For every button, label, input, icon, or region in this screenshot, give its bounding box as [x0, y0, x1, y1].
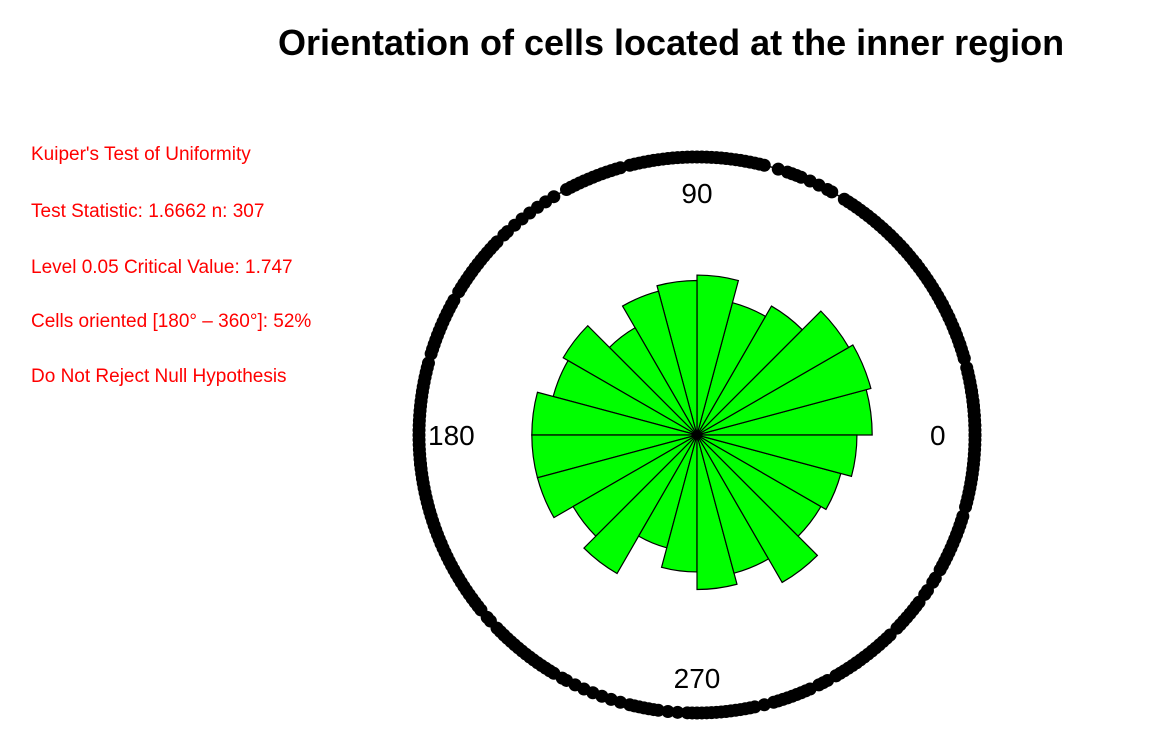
observation-point [416, 380, 430, 394]
observation-point [452, 571, 466, 585]
observation-point [966, 394, 980, 408]
label-270: 270 [674, 663, 721, 694]
observation-point [931, 289, 945, 303]
observation-point [413, 447, 427, 461]
observation-point [920, 583, 934, 597]
rose-wedge-45 [696, 305, 804, 436]
observation-point [799, 684, 813, 698]
observation-point [954, 514, 968, 528]
observation-point [508, 218, 522, 232]
observation-point [743, 701, 757, 715]
critical-value-label: Level 0.05 Critical Value: 1.747 [31, 257, 293, 278]
observation-point [957, 351, 971, 365]
observation-point [897, 242, 911, 256]
label-180: 180 [428, 420, 475, 451]
label-90: 90 [681, 178, 712, 209]
rose-wedge-225 [583, 434, 698, 575]
observation-point [897, 614, 911, 628]
observation-point [920, 273, 934, 287]
observation-point [564, 180, 578, 194]
observation-point [671, 705, 685, 719]
rose-wedge-195 [536, 434, 698, 519]
observation-point [967, 452, 981, 466]
observation-point [816, 676, 830, 690]
observation-point [460, 583, 474, 597]
observation-point [825, 185, 839, 199]
observation-point [680, 150, 694, 164]
label-0: 0 [930, 420, 946, 451]
observation-point [968, 433, 982, 447]
observation-point [865, 212, 879, 226]
observation-point [568, 678, 582, 692]
observation-point [705, 706, 719, 720]
observation-point [523, 206, 537, 220]
observation-point [724, 152, 738, 166]
observation-point [586, 686, 600, 700]
test-name-label: Kuiper's Test of Uniformity [31, 144, 251, 165]
observation-point [880, 225, 894, 239]
observation-point [539, 195, 553, 209]
observation-points [412, 150, 982, 720]
observation-point [733, 153, 747, 167]
observation-point [412, 438, 426, 452]
observation-point [849, 656, 863, 670]
rose-wedge-75 [696, 274, 740, 436]
observation-point [906, 603, 920, 617]
observation-point [812, 178, 826, 192]
observation-point [415, 467, 429, 481]
observation-point [414, 457, 428, 471]
observation-point [909, 257, 923, 271]
observation-point [705, 150, 719, 164]
decision-label: Do Not Reject Null Hypothesis [31, 366, 287, 387]
observation-point [724, 704, 738, 718]
observation-point [661, 152, 675, 166]
observation-point [845, 198, 859, 212]
observation-point [647, 703, 661, 717]
observation-point [953, 337, 967, 351]
test-statistic-label: Test Statistic: 1.6662 n: 307 [31, 201, 265, 222]
observation-point [781, 165, 795, 179]
observation-point [829, 669, 843, 683]
observation-point [421, 356, 435, 370]
observation-point [426, 342, 440, 356]
observation-point [959, 500, 973, 514]
observation-point [604, 692, 618, 706]
observation-point [434, 537, 448, 551]
observation-point [414, 399, 428, 413]
observation-point [966, 462, 980, 476]
rose-wedge-345 [696, 434, 858, 478]
observation-point [968, 418, 982, 432]
observation-point [968, 443, 982, 457]
observation-point [651, 153, 665, 167]
observation-point [714, 705, 728, 719]
rose-wedge-105 [621, 290, 698, 436]
rose-wedge-30 [696, 310, 850, 436]
rose-wedge-135 [562, 324, 698, 436]
observation-point [493, 625, 507, 639]
observation-point [695, 706, 709, 720]
observation-point [468, 595, 482, 609]
observation-point [413, 409, 427, 423]
rose-wedge-15 [696, 344, 872, 436]
oriented-percent-label: Cells oriented [180° – 360°]: 52% [31, 311, 312, 332]
observation-point [671, 151, 685, 165]
observation-point [880, 631, 894, 645]
observation-point [483, 614, 497, 628]
observation-point [942, 311, 956, 325]
observation-point [965, 471, 979, 485]
chart-title: Orientation of cells located at the inne… [278, 22, 1065, 63]
rose-wedge-300 [696, 434, 819, 584]
observation-point [948, 324, 962, 338]
observation-point [967, 409, 981, 423]
observation-point [555, 671, 569, 685]
observation-point [661, 704, 675, 718]
observation-point [412, 418, 426, 432]
rose-wedges [531, 274, 873, 591]
observation-point [714, 151, 728, 165]
observation-point [415, 389, 429, 403]
observation-point [965, 385, 979, 399]
